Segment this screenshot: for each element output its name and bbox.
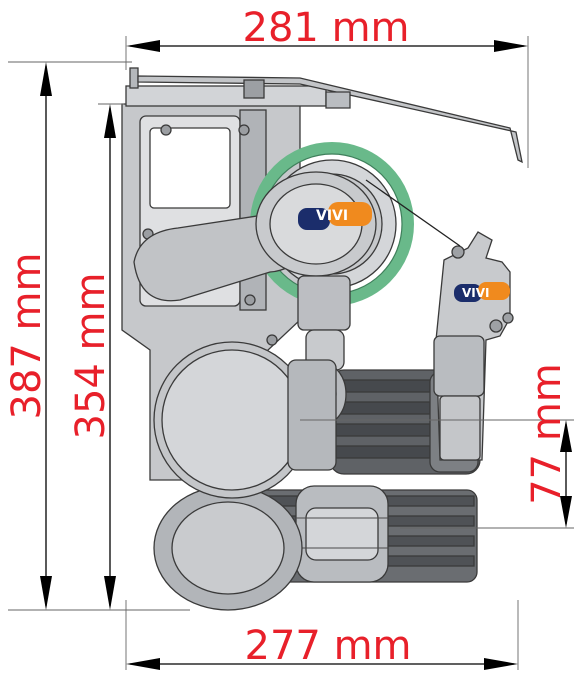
machine-assembly: VIVI VIVI <box>121 67 523 611</box>
main-motor <box>153 341 337 499</box>
dim-offset-height: 77 mm <box>524 363 570 505</box>
dim-inner-height: 354 mm <box>68 273 114 440</box>
bottom-left-wheel <box>153 485 303 611</box>
logo-badge-bracket: VIVI <box>454 282 510 302</box>
tension-wire <box>365 179 461 247</box>
dim-top-width: 281 mm <box>243 5 410 51</box>
logo-text: VIVI <box>316 208 348 224</box>
dim-bottom-width: 277 mm <box>245 623 412 669</box>
dimensions: 281 mm 277 mm 387 mm 354 mm 77 mm <box>4 5 574 670</box>
dim-outer-height: 387 mm <box>4 253 50 420</box>
logo-text-small: VIVI <box>462 286 490 300</box>
right-bracket <box>433 231 514 461</box>
top-cover <box>125 67 523 164</box>
logo-badge-main: VIVI <box>298 202 372 230</box>
